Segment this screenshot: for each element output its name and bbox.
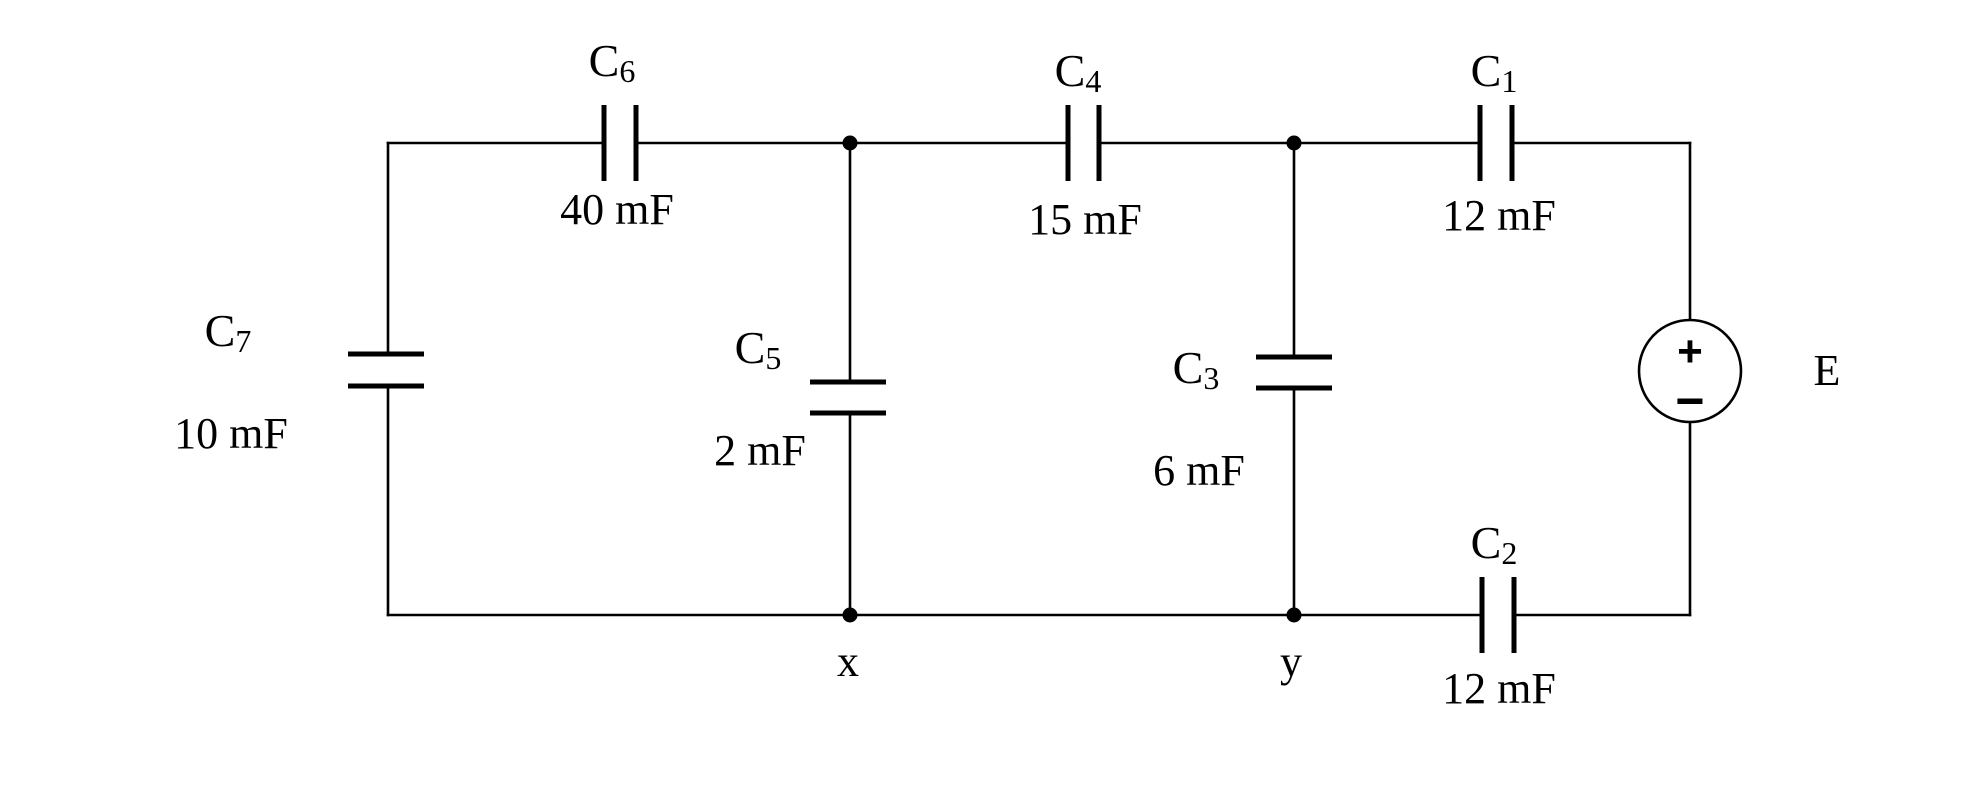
node-x-label: x xyxy=(837,637,859,686)
capacitor-c6-symbol xyxy=(601,105,639,181)
junction-dot-x xyxy=(842,607,858,623)
c5-name: C5 xyxy=(735,322,782,376)
source-label: E xyxy=(1814,346,1841,395)
minus-sign: − xyxy=(1675,373,1704,429)
capacitor-c4-symbol xyxy=(1065,105,1102,181)
junction-dot-top-y xyxy=(1286,135,1302,151)
c2-value: 12 mF xyxy=(1442,664,1556,713)
capacitor-c2-symbol xyxy=(1479,577,1517,653)
c1-name: C1 xyxy=(1471,45,1518,99)
c2-name: C2 xyxy=(1471,517,1518,571)
capacitor-c1-symbol xyxy=(1477,105,1515,181)
c7-value: 10 mF xyxy=(174,409,288,458)
c6-name: C6 xyxy=(589,35,636,89)
capacitor-c5-symbol xyxy=(810,379,886,416)
c6-value: 40 mF xyxy=(560,185,674,234)
c1-value: 12 mF xyxy=(1442,191,1556,240)
c3-value: 6 mF xyxy=(1153,446,1245,495)
capacitor-c3-symbol xyxy=(1256,354,1332,391)
voltage-source-symbol: + − xyxy=(1637,318,1743,429)
capacitor-c7-symbol xyxy=(348,351,424,389)
c5-value: 2 mF xyxy=(714,426,806,475)
plus-sign: + xyxy=(1677,327,1703,376)
junction-dot-y xyxy=(1286,607,1302,623)
junction-dot-top-x xyxy=(842,135,858,151)
c3-name: C3 xyxy=(1173,342,1220,396)
c7-name: C7 xyxy=(205,305,252,359)
c4-name: C4 xyxy=(1055,45,1102,99)
node-y-label: y xyxy=(1280,637,1302,686)
wires xyxy=(386,141,1692,617)
c4-value: 15 mF xyxy=(1028,195,1142,244)
